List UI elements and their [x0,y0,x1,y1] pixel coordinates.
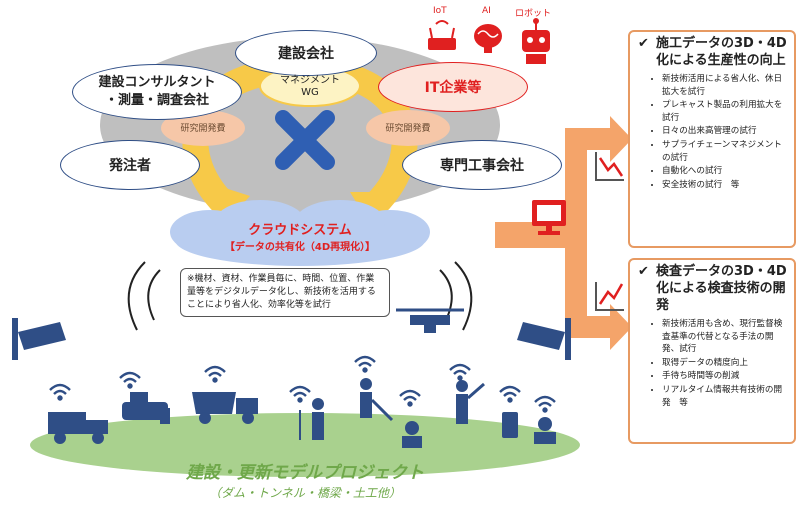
consultants-label: 建設コンサルタント ・測量・調査会社 [98,75,216,108]
worker-pickaxe-icon [456,380,485,424]
output-arrows [495,116,632,350]
it-companies-node: IT企業等 [378,62,528,112]
specialty-contractor-label: 専門工事会社 [440,158,524,174]
operator-icon [534,417,556,444]
list-item: 日々の出来高管理の試行 [662,125,788,138]
consultants-node: 建設コンサルタント ・測量・調査会社 [72,64,242,120]
iot-label: IoT [433,6,447,16]
robot-icon [522,18,550,64]
construction-company-node: 建設会社 [235,30,377,76]
specialty-contractor-node: 専門工事会社 [402,140,562,190]
list-item: 取得データの精度向上 [662,357,788,370]
list-item: 自動化への試行 [662,165,788,178]
wifi-icons [49,355,556,413]
ai-brain-icon [474,24,502,53]
iot-router-icon [428,20,456,50]
cloud-system-title: クラウドシステム [248,223,352,238]
robot-label: ロボット [515,9,552,19]
research-funding-left-label: 研究開発費 [180,124,226,134]
list-item: 新技術活用も含め、現行監督検査基準の代替となる手法の開発、試行 [662,318,788,356]
panel-title: ✔ 検査データの3D・4D化による検査技術の開発 [638,264,787,313]
client-node: 発注者 [60,140,200,190]
construction-company-label: 建設会社 [278,46,334,62]
monitor-icon [532,200,566,235]
integration-x-icon [275,110,335,170]
research-badge-left [161,110,245,146]
growth-chart-icon [595,282,624,311]
list-item: 新技術活用による省人化、休日拡大を試行 [662,73,788,98]
worker-tablet-icon [402,421,422,448]
ai-label: AI [482,6,491,16]
drone-icon [396,308,464,333]
cctv-right-icon [517,318,571,360]
cctv-left-icon [12,318,66,360]
cloud-system [170,200,430,266]
dump-truck-icon [192,392,258,424]
check-icon: ✔ [638,264,649,279]
project-ground [30,413,580,477]
panel-title: ✔ 施工データの3D・4D化による生産性の向上 [638,36,787,68]
panel-inspection-data: ✔ 検査データの3D・4D化による検査技術の開発 新技術活用も含め、現行監督検査… [628,258,796,444]
signal-arcs [127,261,473,331]
research-funding-right-label: 研究開発費 [385,124,431,134]
client-label: 発注者 [109,158,151,174]
cloud-system-subtitle: 【データの共有化（4D再現化）】 [224,242,376,253]
panel-construction-data: ✔ 施工データの3D・4D化による生産性の向上 新技術活用による省人化、休日拡大… [628,30,796,248]
it-companies-label: IT企業等 [424,80,482,96]
worker-survey-icon [299,398,324,440]
list-item: リアルタイム情報共有技術の開発 等 [662,384,788,409]
decline-chart-icon [595,152,624,181]
project-title: 建設・更新モデルプロジェクト [186,463,424,483]
management-wg-label: マネジメント WG [280,75,340,98]
list-item: プレキャスト製品の利用拡大を試行 [662,99,788,124]
project-subtitle: （ダム・トンネル・橋梁・土工他） [209,486,401,500]
mixer-truck-icon [48,412,108,444]
check-icon: ✔ [638,36,649,51]
research-badge-right [366,110,450,146]
panel-list: 新技術活用も含め、現行監督検査基準の代替となる手法の開発、試行 取得データの精度… [630,318,794,409]
list-item: 安全技術の試行 等 [662,179,788,192]
tablet-icon [502,412,518,438]
panel-list: 新技術活用による省人化、休日拡大を試行 プレキャスト製品の利用拡大を試行 日々の… [630,73,794,191]
list-item: 手待ち時間等の削減 [662,370,788,383]
bulldozer-icon [122,392,170,424]
list-item: サプライチェーンマネジメントの試行 [662,139,788,164]
worker-shovel-icon [360,378,394,422]
digitalization-note: ※機材、資材、作業員毎に、時間、位置、作業量等をデジタルデータ化し、新技術を活用… [180,268,390,317]
cycle-arrowhead-left [200,180,250,226]
